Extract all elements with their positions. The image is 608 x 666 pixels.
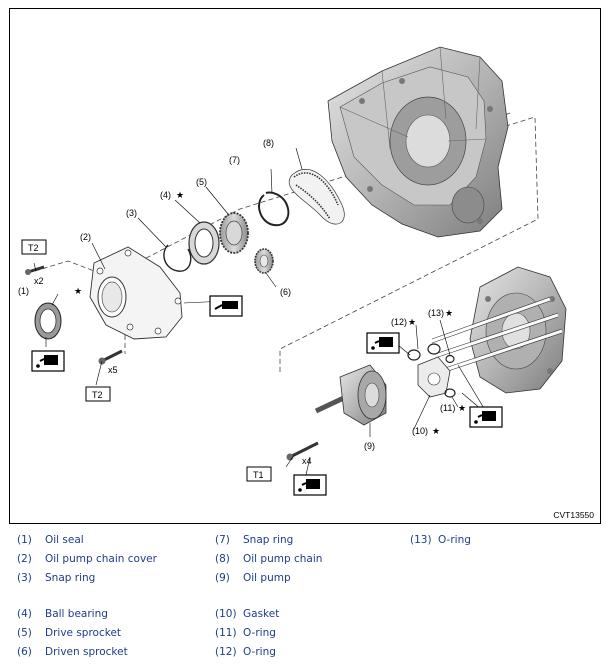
legend-item: (5) Drive sprocket — [17, 627, 121, 639]
legend-item-label: Oil seal — [45, 534, 84, 546]
driven-sprocket — [254, 248, 274, 274]
oil-symbol-icon-t1 — [293, 474, 327, 496]
callout-10: (10) — [412, 426, 428, 436]
snap-ring-7 — [258, 191, 290, 227]
callout-1: (1) — [18, 286, 29, 296]
legend-item-label: O-ring — [243, 646, 276, 658]
legend-item-number: (3) — [17, 572, 32, 584]
legend-item: (4) Ball bearing — [17, 608, 108, 620]
legend-item-label: Driven sprocket — [45, 646, 128, 658]
oil-seal — [34, 302, 62, 340]
bolt-x5 — [98, 349, 123, 365]
callout-12: (12) — [391, 317, 407, 327]
callout-3: (3) — [126, 208, 137, 218]
legend-item-label: Snap ring — [243, 534, 294, 546]
o-ring-12 — [407, 343, 441, 361]
bolt-x2 — [25, 265, 45, 275]
star-12: ★ — [408, 317, 416, 327]
callout-4: (4) — [160, 190, 171, 200]
legend-item-number: (13) — [410, 534, 432, 546]
legend-item: (9) Oil pump — [215, 572, 291, 584]
torque-label-t2-top: T2 — [28, 243, 39, 253]
torque-box-t2-bottom: T2 — [85, 386, 111, 402]
oil-pump-chain-cover — [89, 246, 183, 340]
star-13: ★ — [445, 308, 453, 318]
qty-x4: x4 — [302, 456, 312, 466]
legend-item-label: O-ring — [243, 627, 276, 639]
legend-item: (12) O-ring — [215, 646, 276, 658]
legend-item: (13) O-ring — [410, 534, 471, 546]
legend-item-number: (10) — [215, 608, 237, 620]
torque-box-t2-top: T2 — [21, 239, 47, 255]
callout-13: (13) — [428, 308, 444, 318]
qty-x5: x5 — [108, 365, 118, 375]
converter-case — [469, 266, 567, 394]
o-ring-13 — [445, 354, 455, 364]
callout-7: (7) — [229, 155, 240, 165]
qty-x2: x2 — [34, 276, 44, 286]
callout-9: (9) — [364, 441, 375, 451]
legend-item-number: (1) — [17, 534, 32, 546]
transmission-case — [327, 46, 509, 238]
legend-item-label: Oil pump — [243, 572, 291, 584]
legend-item-number: (9) — [215, 572, 230, 584]
legend-item-number: (12) — [215, 646, 237, 658]
star-4: ★ — [176, 190, 184, 200]
legend-item: (8) Oil pump chain — [215, 553, 322, 565]
oil-symbol-icon-12 — [366, 332, 400, 354]
star-11: ★ — [458, 403, 466, 413]
ball-bearing — [188, 221, 220, 265]
legend-item: (11) O-ring — [215, 627, 276, 639]
oil-symbol-icon-1 — [31, 350, 65, 372]
torque-box-t1: T1 — [246, 466, 272, 482]
callout-6: (6) — [280, 287, 291, 297]
legend-item-number: (5) — [17, 627, 32, 639]
torque-label-t2-bottom: T2 — [92, 390, 103, 400]
legend-item-label: O-ring — [438, 534, 471, 546]
legend-item: (1) Oil seal — [17, 534, 84, 546]
legend-item-number: (2) — [17, 553, 32, 565]
legend-item-label: Ball bearing — [45, 608, 108, 620]
oil-symbol-icon-11 — [469, 406, 503, 428]
callout-2: (2) — [80, 232, 91, 242]
grease-symbol-icon — [209, 295, 243, 317]
legend-item-number: (6) — [17, 646, 32, 658]
legend-item: (7) Snap ring — [215, 534, 293, 546]
legend-item-number: (4) — [17, 608, 32, 620]
legend-item-number: (11) — [215, 627, 237, 639]
snap-ring-3 — [163, 244, 192, 272]
callout-11: (11) — [440, 403, 455, 413]
legend-item: (2) Oil pump chain cover — [17, 553, 157, 565]
legend-item-label: Oil pump chain — [243, 553, 323, 565]
legend-item-number: (8) — [215, 553, 230, 565]
legend-item-number: (7) — [215, 534, 230, 546]
star-1: ★ — [74, 286, 82, 296]
legend-item: (10) Gasket — [215, 608, 279, 620]
exploded-diagram: (1) ★ (2) (3) (4) ★ (5) (6) (7) (8) (9) … — [9, 8, 601, 524]
legend-item: (6) Driven sprocket — [17, 646, 128, 658]
legend-item-label: Drive sprocket — [45, 627, 122, 639]
oil-pump — [314, 364, 387, 426]
drive-sprocket — [219, 212, 249, 254]
oil-pump-chain — [288, 169, 345, 225]
drawing-code: CVT13550 — [553, 510, 594, 520]
torque-label-t1: T1 — [253, 470, 264, 480]
legend-item-label: Snap ring — [45, 572, 96, 584]
o-ring-11 — [444, 388, 456, 398]
callout-5: (5) — [196, 177, 207, 187]
parts-legend: (1) Oil seal (2) Oil pump chain cover (3) Sna… — [0, 528, 608, 666]
legend-item: (3) Snap ring — [17, 572, 95, 584]
legend-item-label: Oil pump chain cover — [45, 553, 157, 565]
legend-item-label: Gasket — [243, 608, 280, 620]
star-10: ★ — [432, 426, 440, 436]
callout-8: (8) — [263, 138, 274, 148]
gasket — [417, 356, 451, 398]
